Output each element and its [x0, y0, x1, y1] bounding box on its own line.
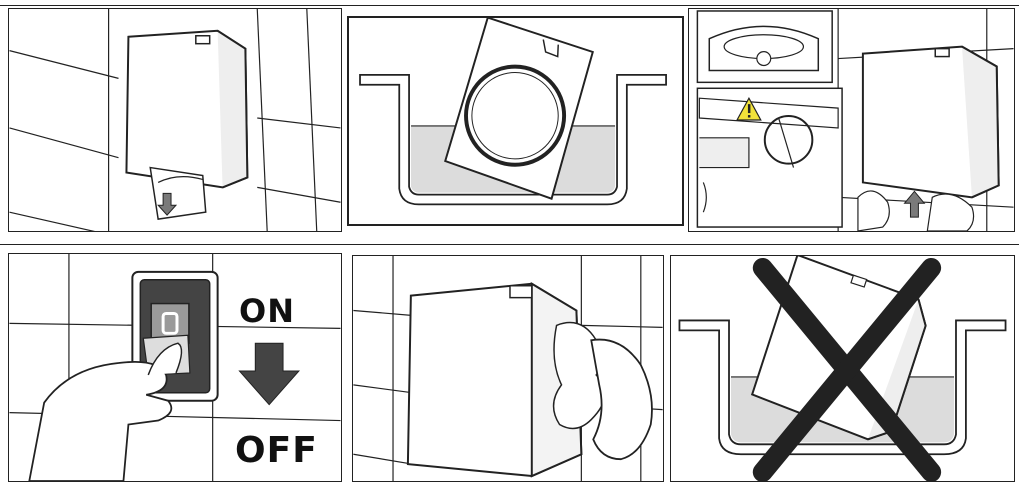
panel-do-not-immerse: [670, 255, 1015, 482]
label-off: OFF: [235, 430, 318, 471]
panel-soak-cover: [347, 16, 684, 226]
middle-divider: [0, 244, 1019, 245]
panel-reinstall-cover: [688, 8, 1015, 232]
arrow-down-icon: [239, 343, 298, 404]
panel-power-switch: ON OFF: [8, 253, 342, 482]
illustration-wipe-cover: [353, 256, 663, 481]
label-on: ON: [239, 292, 295, 330]
illustration-remove-cover: [9, 9, 341, 231]
panel-remove-cover: [8, 8, 342, 232]
illustration-reinstall-cover: [689, 9, 1014, 231]
illustration-soak-cover: [349, 18, 682, 224]
top-divider: [0, 5, 1019, 6]
arrow-up-icon: [905, 191, 925, 217]
illustration-do-not-immerse: [671, 256, 1014, 481]
panel-wipe-cover: [352, 255, 664, 482]
